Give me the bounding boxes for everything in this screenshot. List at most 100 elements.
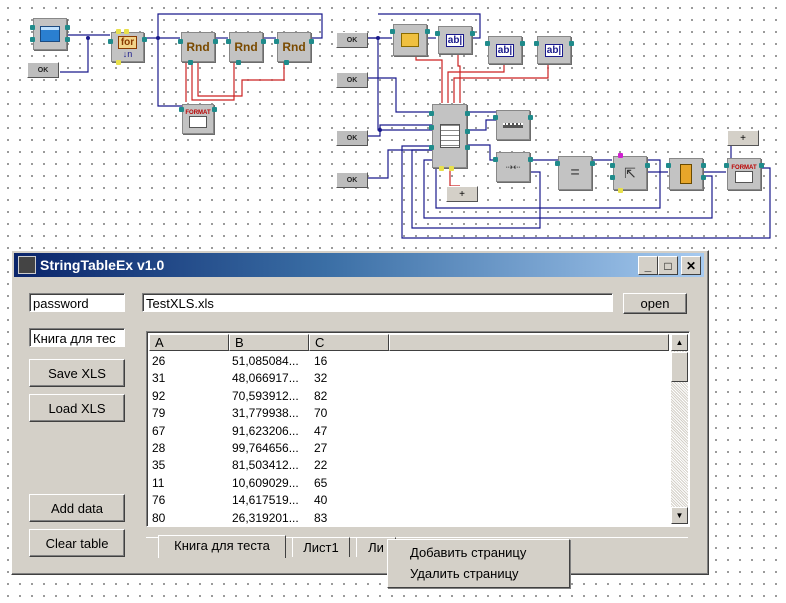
table-cell[interactable]: 91,623206... [232, 423, 299, 438]
cursor-icon: ⇱ [624, 164, 636, 181]
add-data-button[interactable]: Add data [29, 494, 125, 522]
table-cell[interactable]: 70 [314, 406, 328, 421]
table-cell[interactable]: 92 [152, 388, 166, 403]
ok-block-3[interactable]: OK [336, 130, 368, 146]
plus-block-2[interactable]: + [727, 130, 759, 146]
table-cell[interactable]: 70,593912... [232, 388, 299, 403]
rnd-label: Rnd [282, 40, 306, 54]
table-cell[interactable]: 27 [314, 440, 328, 455]
table-cell[interactable]: 65 [314, 475, 328, 490]
hub-block-1[interactable] [493, 110, 533, 140]
load-xls-button[interactable]: Load XLS [29, 394, 125, 422]
table-cell[interactable]: 76 [152, 493, 166, 508]
table-cell[interactable]: 26 [152, 354, 166, 368]
table-row[interactable]: 26 51,085084... 16 [150, 353, 374, 370]
table-row[interactable]: 67 91,623206... 47 [150, 423, 374, 440]
table-cell[interactable]: 80 [152, 510, 166, 525]
table-cell[interactable]: 28 [152, 440, 166, 455]
table-row[interactable]: 79 31,779938... 70 [150, 405, 374, 422]
filename-field[interactable]: TestXLS.xls [142, 293, 613, 312]
table-cell[interactable]: 40 [314, 493, 328, 508]
table-row[interactable]: 31 48,066917... 32 [150, 370, 374, 387]
list-index-icon [680, 164, 692, 184]
title-bar[interactable]: StringTableEx v1.0 _ □ ✕ [14, 253, 704, 277]
open-button[interactable]: open [623, 293, 687, 314]
scroll-up-arrow[interactable]: ▲ [671, 334, 688, 351]
window-title: StringTableEx v1.0 [40, 257, 165, 273]
table-row[interactable]: 76 14,617519... 40 [150, 492, 374, 509]
table-cell[interactable]: 31 [152, 371, 166, 386]
ok-block-2[interactable]: OK [336, 72, 368, 88]
maximize-button[interactable]: □ [658, 256, 678, 275]
index-block[interactable] [666, 158, 706, 190]
scroll-down-arrow[interactable]: ▼ [671, 507, 688, 524]
table-row[interactable]: 80 26,319201... 83 [150, 510, 374, 526]
table-cell[interactable]: 11 [152, 475, 165, 490]
menu-item-delete-page[interactable]: Удалить страницу [410, 566, 519, 581]
menu-item-add-page[interactable]: Добавить страницу [410, 545, 527, 560]
table-cell[interactable]: 79 [152, 406, 166, 421]
clear-table-button[interactable]: Clear table [29, 529, 125, 557]
table-cell[interactable]: 14,617519... [232, 493, 299, 508]
table-cell[interactable]: 99,764656... [232, 440, 299, 455]
table-cell[interactable]: 31,779938... [232, 406, 299, 421]
edit-label: ab| [445, 33, 465, 47]
for-loop-block[interactable]: for ↓n [108, 29, 147, 65]
form-block[interactable] [30, 18, 70, 50]
rnd-block-3[interactable]: Rnd [274, 32, 314, 65]
ok-block-1[interactable]: OK [336, 32, 368, 48]
ok-block-4[interactable]: OK [336, 172, 368, 188]
scroll-thumb[interactable] [671, 352, 688, 382]
save-xls-button[interactable]: Save XLS [29, 359, 125, 387]
table-cell[interactable]: 26,319201... [232, 510, 299, 525]
edit-label: ab| [495, 43, 515, 57]
form-window-icon [40, 26, 60, 42]
table-cell[interactable]: 32 [314, 371, 328, 386]
table-cell[interactable]: 82 [314, 388, 328, 403]
tab-sheet-partial[interactable]: Ли [356, 537, 396, 557]
table-cell[interactable]: 48,066917... [232, 371, 299, 386]
format-block-1[interactable]: FORMAT [179, 104, 217, 134]
table-cell[interactable]: 51,085084... [232, 354, 299, 368]
column-header-filler [389, 334, 669, 351]
string-table-block[interactable] [429, 104, 470, 171]
equals-block[interactable]: = [555, 156, 595, 190]
edit-block-3[interactable]: ab| [534, 36, 574, 64]
column-header[interactable]: C [309, 334, 389, 351]
rnd-block-1[interactable]: Rnd [178, 32, 218, 65]
table-cell[interactable]: 81,503412... [232, 458, 299, 473]
open-dialog-block[interactable] [390, 24, 430, 56]
edit-block-2[interactable]: ab| [485, 36, 525, 64]
column-header[interactable]: B [229, 334, 309, 351]
table-row[interactable]: 28 99,764656... 27 [150, 440, 374, 457]
table-cell[interactable]: 16 [314, 354, 328, 368]
edit-block-1[interactable]: ab| [435, 26, 475, 54]
column-header[interactable]: A [149, 334, 229, 351]
table-row[interactable]: 92 70,593912... 82 [150, 388, 374, 405]
close-button[interactable]: ✕ [681, 256, 701, 275]
ok-block-left[interactable]: OK [27, 62, 59, 78]
tab-sheet1[interactable]: Лист1 [292, 537, 350, 557]
table-cell[interactable]: 47 [314, 423, 328, 438]
rnd-block-2[interactable]: Rnd [226, 32, 266, 65]
table-cell[interactable]: 83 [314, 510, 328, 525]
string-table-grid[interactable]: A B C 26 51,085084... 16 31 48,066917... 32 92… [146, 331, 690, 527]
rnd-label: Rnd [234, 40, 258, 54]
vertical-scrollbar[interactable]: ▲ ▼ [671, 334, 688, 524]
plus-block-1[interactable]: + [446, 186, 478, 202]
table-row[interactable]: 35 81,503412... 22 [150, 457, 374, 474]
minimize-button[interactable]: _ [638, 256, 658, 275]
table-cell[interactable]: 35 [152, 458, 166, 473]
tab-book[interactable]: Книга для теста [158, 535, 286, 558]
book-name-field[interactable]: Книга для тес [29, 328, 125, 347]
table-cell[interactable]: 22 [314, 458, 328, 473]
tab-context-menu: Добавить страницу Удалить страницу [387, 539, 570, 588]
cursor-block[interactable]: ⇱ [610, 153, 650, 193]
password-field[interactable]: password [29, 293, 125, 312]
table-row[interactable]: 11 10,609029... 65 [150, 475, 374, 492]
for-label: for [117, 35, 138, 49]
table-cell[interactable]: 10,609029... [232, 475, 299, 490]
hub-block-2[interactable]: ⇢⇠ [493, 152, 533, 182]
format-block-2[interactable]: FORMAT [724, 158, 764, 190]
table-cell[interactable]: 67 [152, 423, 166, 438]
